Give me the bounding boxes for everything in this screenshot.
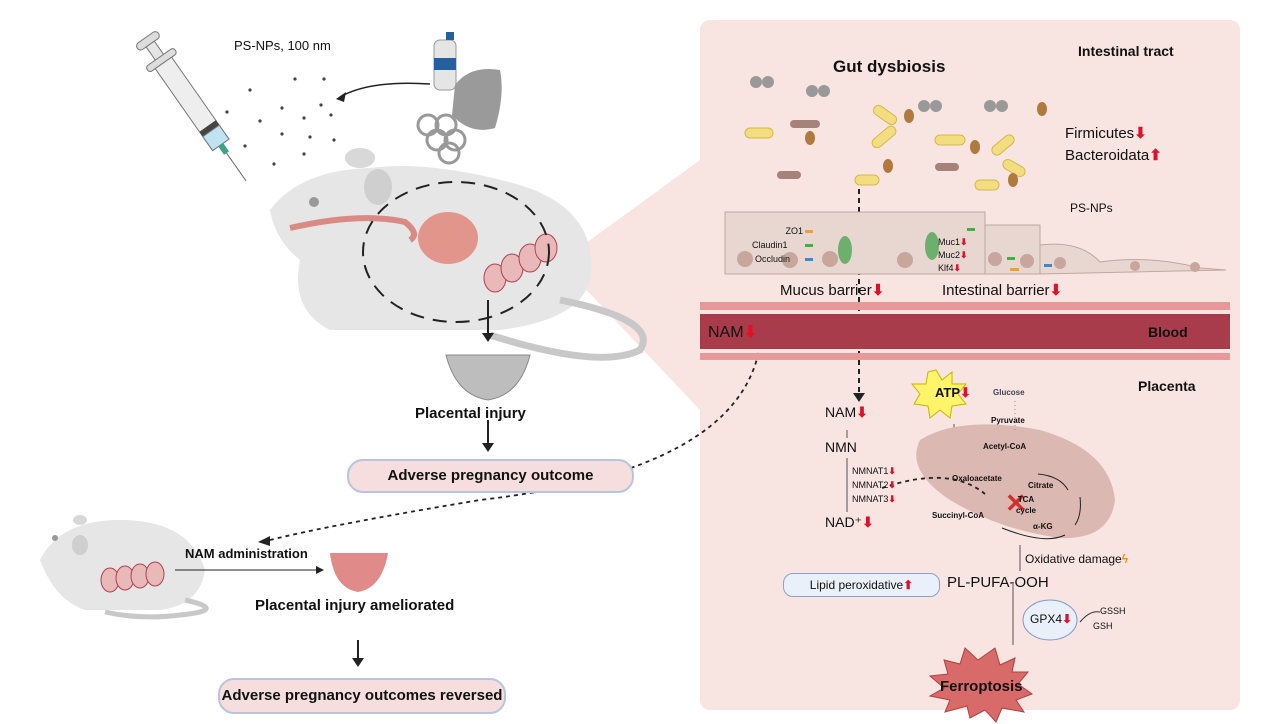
mucus-barrier-label: Mucus barrier⬇: [780, 282, 885, 299]
adverse-outcome-badge: Adverse pregnancy outcome: [347, 459, 634, 493]
down-arrow-icon: ⬇: [856, 404, 868, 420]
mitochondrion-icon: [916, 424, 1115, 539]
injury-ameliorated-label: Placental injury ameliorated: [255, 597, 455, 614]
up-arrow-icon: ⬆: [903, 578, 914, 592]
down-arrow-icon: ⬇: [1134, 125, 1147, 142]
blocked-x-icon: ✕: [1005, 488, 1027, 518]
nmn-label: NMN: [825, 439, 857, 455]
exposure-label: PS-NPs, 100 nm: [234, 38, 331, 53]
plastic-bottle-icon: [433, 32, 457, 91]
down-arrow-icon: ⬇: [953, 263, 962, 273]
down-arrow-icon: ⬇: [888, 494, 896, 504]
mouse-illustration: [270, 148, 647, 361]
claudin1-label: Claudin1: [752, 240, 788, 250]
mouse-illustration-2: [40, 515, 209, 620]
down-arrow-icon: ⬇: [888, 480, 896, 490]
nmnat1-label: NMNAT1⬇: [852, 466, 896, 476]
intestinal-tract-title: Intestinal tract: [1078, 43, 1174, 59]
lipid-peroxidative-badge: Lipid peroxidative⬆: [783, 573, 940, 597]
down-arrow-icon: ⬇: [743, 324, 757, 341]
bacteroidata-label: Bacteroidata⬆: [1065, 147, 1162, 164]
placenta-gray-icon: [445, 354, 531, 401]
ps-nps-label: PS-NPs: [1070, 201, 1113, 215]
atp-star-icon: [910, 369, 968, 419]
pyruvate-label: Pyruvate: [991, 416, 1025, 425]
nanoparticles: [225, 77, 336, 166]
plastic-bag-icon: [452, 69, 502, 130]
akg-label: α-KG: [1033, 522, 1053, 531]
syringe-icon: [136, 31, 247, 182]
ferroptosis-burst-icon: [928, 647, 1034, 723]
blood-vessel-wall-bottom: [700, 353, 1230, 360]
acetyl-coa-label: Acetyl-CoA: [983, 442, 1027, 451]
intestinal-epithelium: [724, 211, 1227, 275]
atp-label: ATP⬇: [935, 385, 971, 400]
firmicutes-label: Firmicutes⬇: [1065, 125, 1147, 142]
lightning-icon: ϟ: [1121, 552, 1129, 566]
muc2-label: Muc2⬇: [938, 250, 968, 260]
down-arrow-icon: ⬇: [960, 250, 968, 260]
bacteria-cluster: [744, 76, 1047, 191]
down-arrow-icon: ⬇: [861, 514, 874, 530]
glucose-label: Glucose: [993, 388, 1025, 397]
blood-vessel: [700, 314, 1230, 349]
ferroptosis-label: Ferroptosis: [940, 678, 1023, 695]
down-arrow-icon: ⬇: [888, 466, 896, 476]
down-arrow-icon: ⬇: [1062, 612, 1073, 626]
down-arrow-icon: ⬇: [960, 237, 968, 247]
gut-dysbiosis-title: Gut dysbiosis: [833, 57, 946, 76]
muc1-label: Muc1⬇: [938, 237, 968, 247]
tca-cycle-label: TCA cycle: [1015, 495, 1037, 515]
klf4-label: Klf4⬇: [938, 263, 962, 273]
pl-pufa-ooh-label: PL-PUFA-OOH: [947, 574, 1049, 591]
nad-label: NAD⁺⬇: [825, 514, 874, 530]
zo1-label: ZO1: [785, 226, 803, 236]
nmnat2-label: NMNAT2⬇: [852, 480, 896, 490]
placental-injury-label: Placental injury: [415, 405, 526, 422]
succinyl-coa-label: Succinyl-CoA: [932, 511, 985, 520]
nam-dashed-path: [269, 344, 761, 541]
occludin-label: Occludin: [755, 254, 791, 264]
nmnat3-label: NMNAT3⬇: [852, 494, 896, 504]
intestinal-barrier-label: Intestinal barrier⬇: [942, 282, 1063, 299]
down-arrow-icon: ⬇: [871, 282, 885, 299]
nam-label: NAM⬇: [825, 404, 868, 420]
gpx4-ellipse: [1022, 599, 1078, 641]
blood-label: Blood: [1148, 324, 1188, 340]
citrate-label: Citrate: [1028, 481, 1054, 490]
blood-vessel-wall-top: [700, 302, 1230, 310]
gssh-label: GSSH: [1100, 606, 1126, 616]
up-arrow-icon: ⬆: [1149, 147, 1162, 164]
down-arrow-icon: ⬇: [1049, 282, 1063, 299]
blood-nam-label: NAM⬇: [708, 324, 757, 341]
placenta-pink-icon: [330, 553, 388, 592]
gsh-label: GSH: [1093, 621, 1113, 631]
placenta-title: Placenta: [1138, 378, 1196, 394]
outcomes-reversed-badge: Adverse pregnancy outcomes reversed: [218, 678, 506, 714]
down-arrow-icon: ⬇: [960, 385, 971, 400]
oxaloacetate-label: Oxaloacetate: [952, 474, 1002, 483]
plastic-rings-icon: [416, 113, 467, 165]
oxidative-damage-label: Oxidative damageϟ: [1025, 552, 1129, 566]
nam-administration-label: NAM administration: [185, 546, 308, 561]
gpx4-label: GPX4⬇: [1030, 612, 1073, 626]
